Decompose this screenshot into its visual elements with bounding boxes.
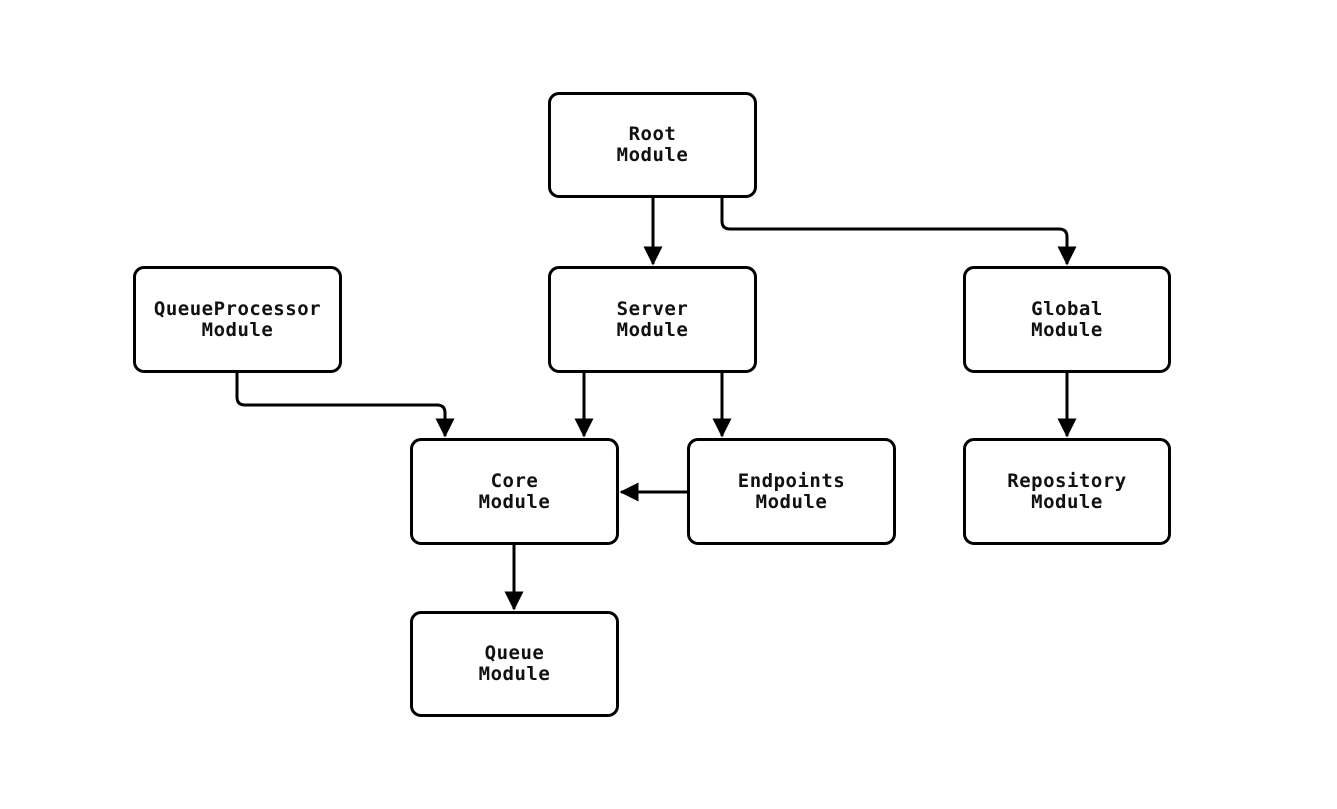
node-global-module: Global Module xyxy=(963,266,1171,373)
node-queueprocessor-module: QueueProcessor Module xyxy=(133,266,342,373)
node-queue-module: Queue Module xyxy=(410,611,619,717)
node-server-module: Server Module xyxy=(548,266,757,373)
node-repository-module: Repository Module xyxy=(963,438,1171,545)
node-root-module: Root Module xyxy=(548,92,757,198)
node-core-module: Core Module xyxy=(410,438,619,545)
edge-root-to-global xyxy=(720,198,1077,266)
node-endpoints-module: Endpoints Module xyxy=(687,438,896,545)
edge-queueprocessor-to-core xyxy=(235,373,455,438)
